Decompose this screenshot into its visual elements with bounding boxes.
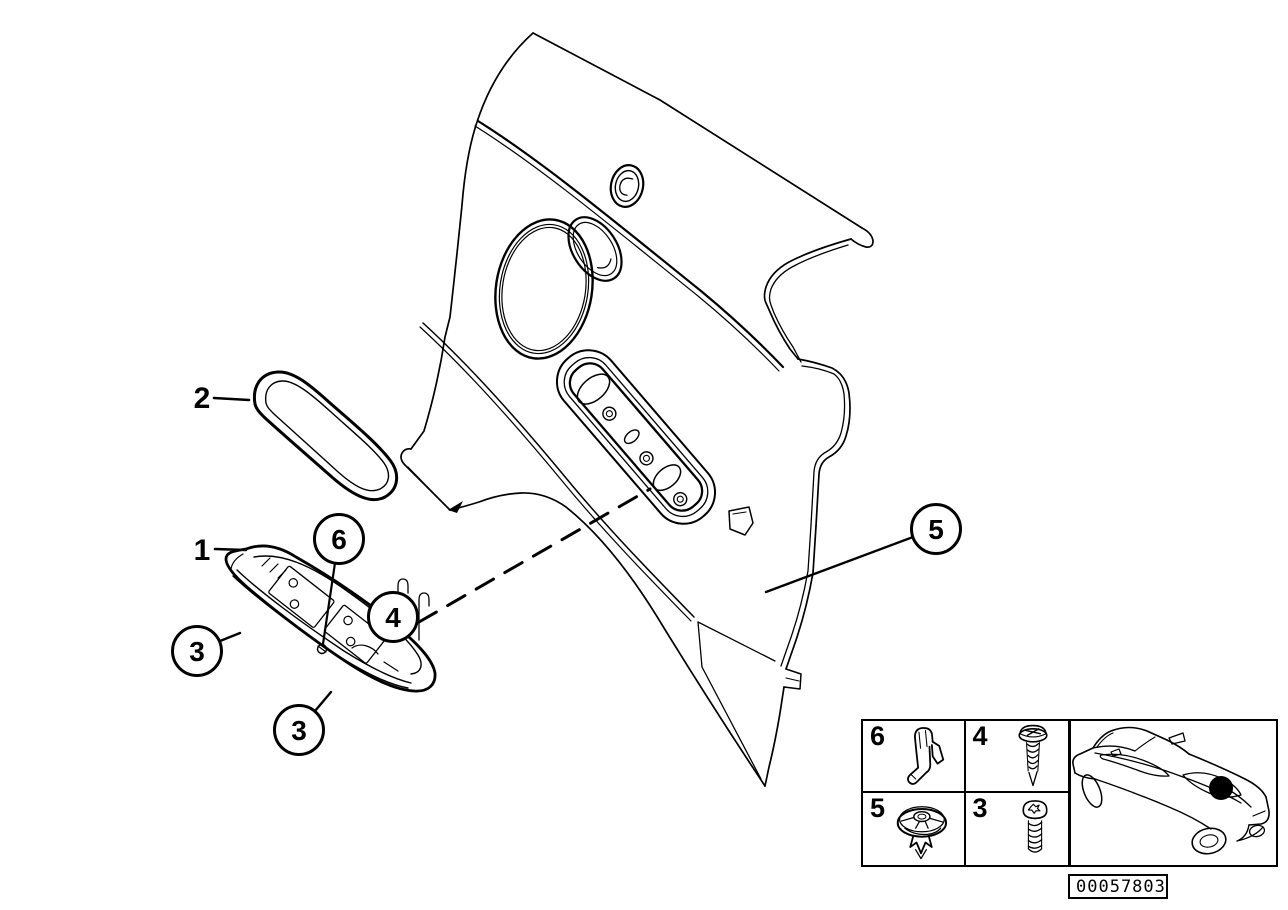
- dashed-alignment-line: [417, 487, 652, 624]
- body-clip-icon: [906, 727, 944, 785]
- armrest-recess: [555, 349, 717, 525]
- callout-5-label[interactable]: 5: [928, 514, 944, 545]
- callout-6[interactable]: 6: [313, 513, 365, 646]
- callout-1[interactable]: 1: [194, 534, 248, 567]
- speaker-opening: [494, 218, 594, 360]
- callout-5-leader: [764, 535, 915, 594]
- edge-clip-tab: [783, 668, 802, 690]
- legend-label-5: 5: [870, 793, 886, 823]
- torx-screw-icon: [1022, 800, 1048, 853]
- expanding-rivet-icon: [896, 806, 947, 860]
- coupe-rear-quarter-locator-icon: [1072, 726, 1270, 855]
- callout-6-label[interactable]: 6: [331, 524, 347, 555]
- callout-3-left[interactable]: 3: [171, 625, 242, 677]
- tapping-screw-icon: [1018, 724, 1048, 787]
- tweeter-opening: [567, 216, 623, 282]
- car-locator-thumbnail: [1069, 719, 1278, 867]
- callout-2-label[interactable]: 2: [194, 382, 211, 415]
- armrest-pad-drawing: [252, 370, 399, 502]
- mount-tab: [728, 506, 754, 536]
- fastener-legend-table: 6 4: [861, 719, 1070, 867]
- callout-3-bottom-label[interactable]: 3: [291, 715, 307, 746]
- legend-label-3: 3: [972, 793, 988, 823]
- callout-1-label[interactable]: 1: [194, 534, 211, 567]
- diagram-number: 00057803: [1076, 876, 1166, 897]
- legend-cell-3[interactable]: 3: [966, 793, 1069, 865]
- legend-label-4: 4: [972, 721, 988, 751]
- legend-cell-5[interactable]: 5: [863, 793, 966, 865]
- legend-label-6: 6: [870, 721, 886, 751]
- callout-4-label[interactable]: 4: [385, 602, 401, 633]
- grommet-opening: [609, 164, 645, 208]
- legend-cell-6[interactable]: 6: [863, 721, 966, 793]
- quarter-trim-panel-drawing: [400, 32, 874, 787]
- callout-5[interactable]: 5: [910, 503, 962, 555]
- callout-3-bottom[interactable]: 3: [273, 690, 333, 756]
- legend-cell-4[interactable]: 4: [965, 721, 1068, 793]
- diagram-number-box: 00057803: [1068, 874, 1168, 899]
- fold-arrow-mark: [448, 501, 463, 513]
- callout-2[interactable]: 2: [194, 382, 251, 415]
- clip-screw-hole: [316, 643, 328, 655]
- storage-pocket: [697, 621, 776, 780]
- location-marker-dot: [1209, 776, 1233, 800]
- callout-4[interactable]: 4: [367, 591, 419, 643]
- callout-3-left-label[interactable]: 3: [189, 636, 205, 667]
